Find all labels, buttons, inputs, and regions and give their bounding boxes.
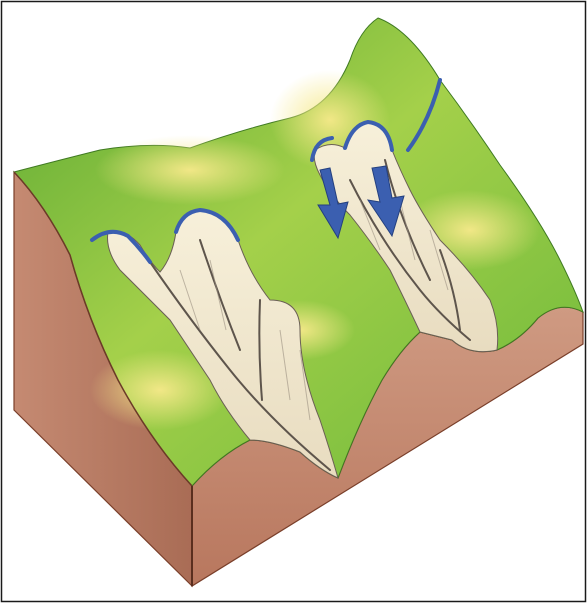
meadow-patch (95, 135, 285, 205)
